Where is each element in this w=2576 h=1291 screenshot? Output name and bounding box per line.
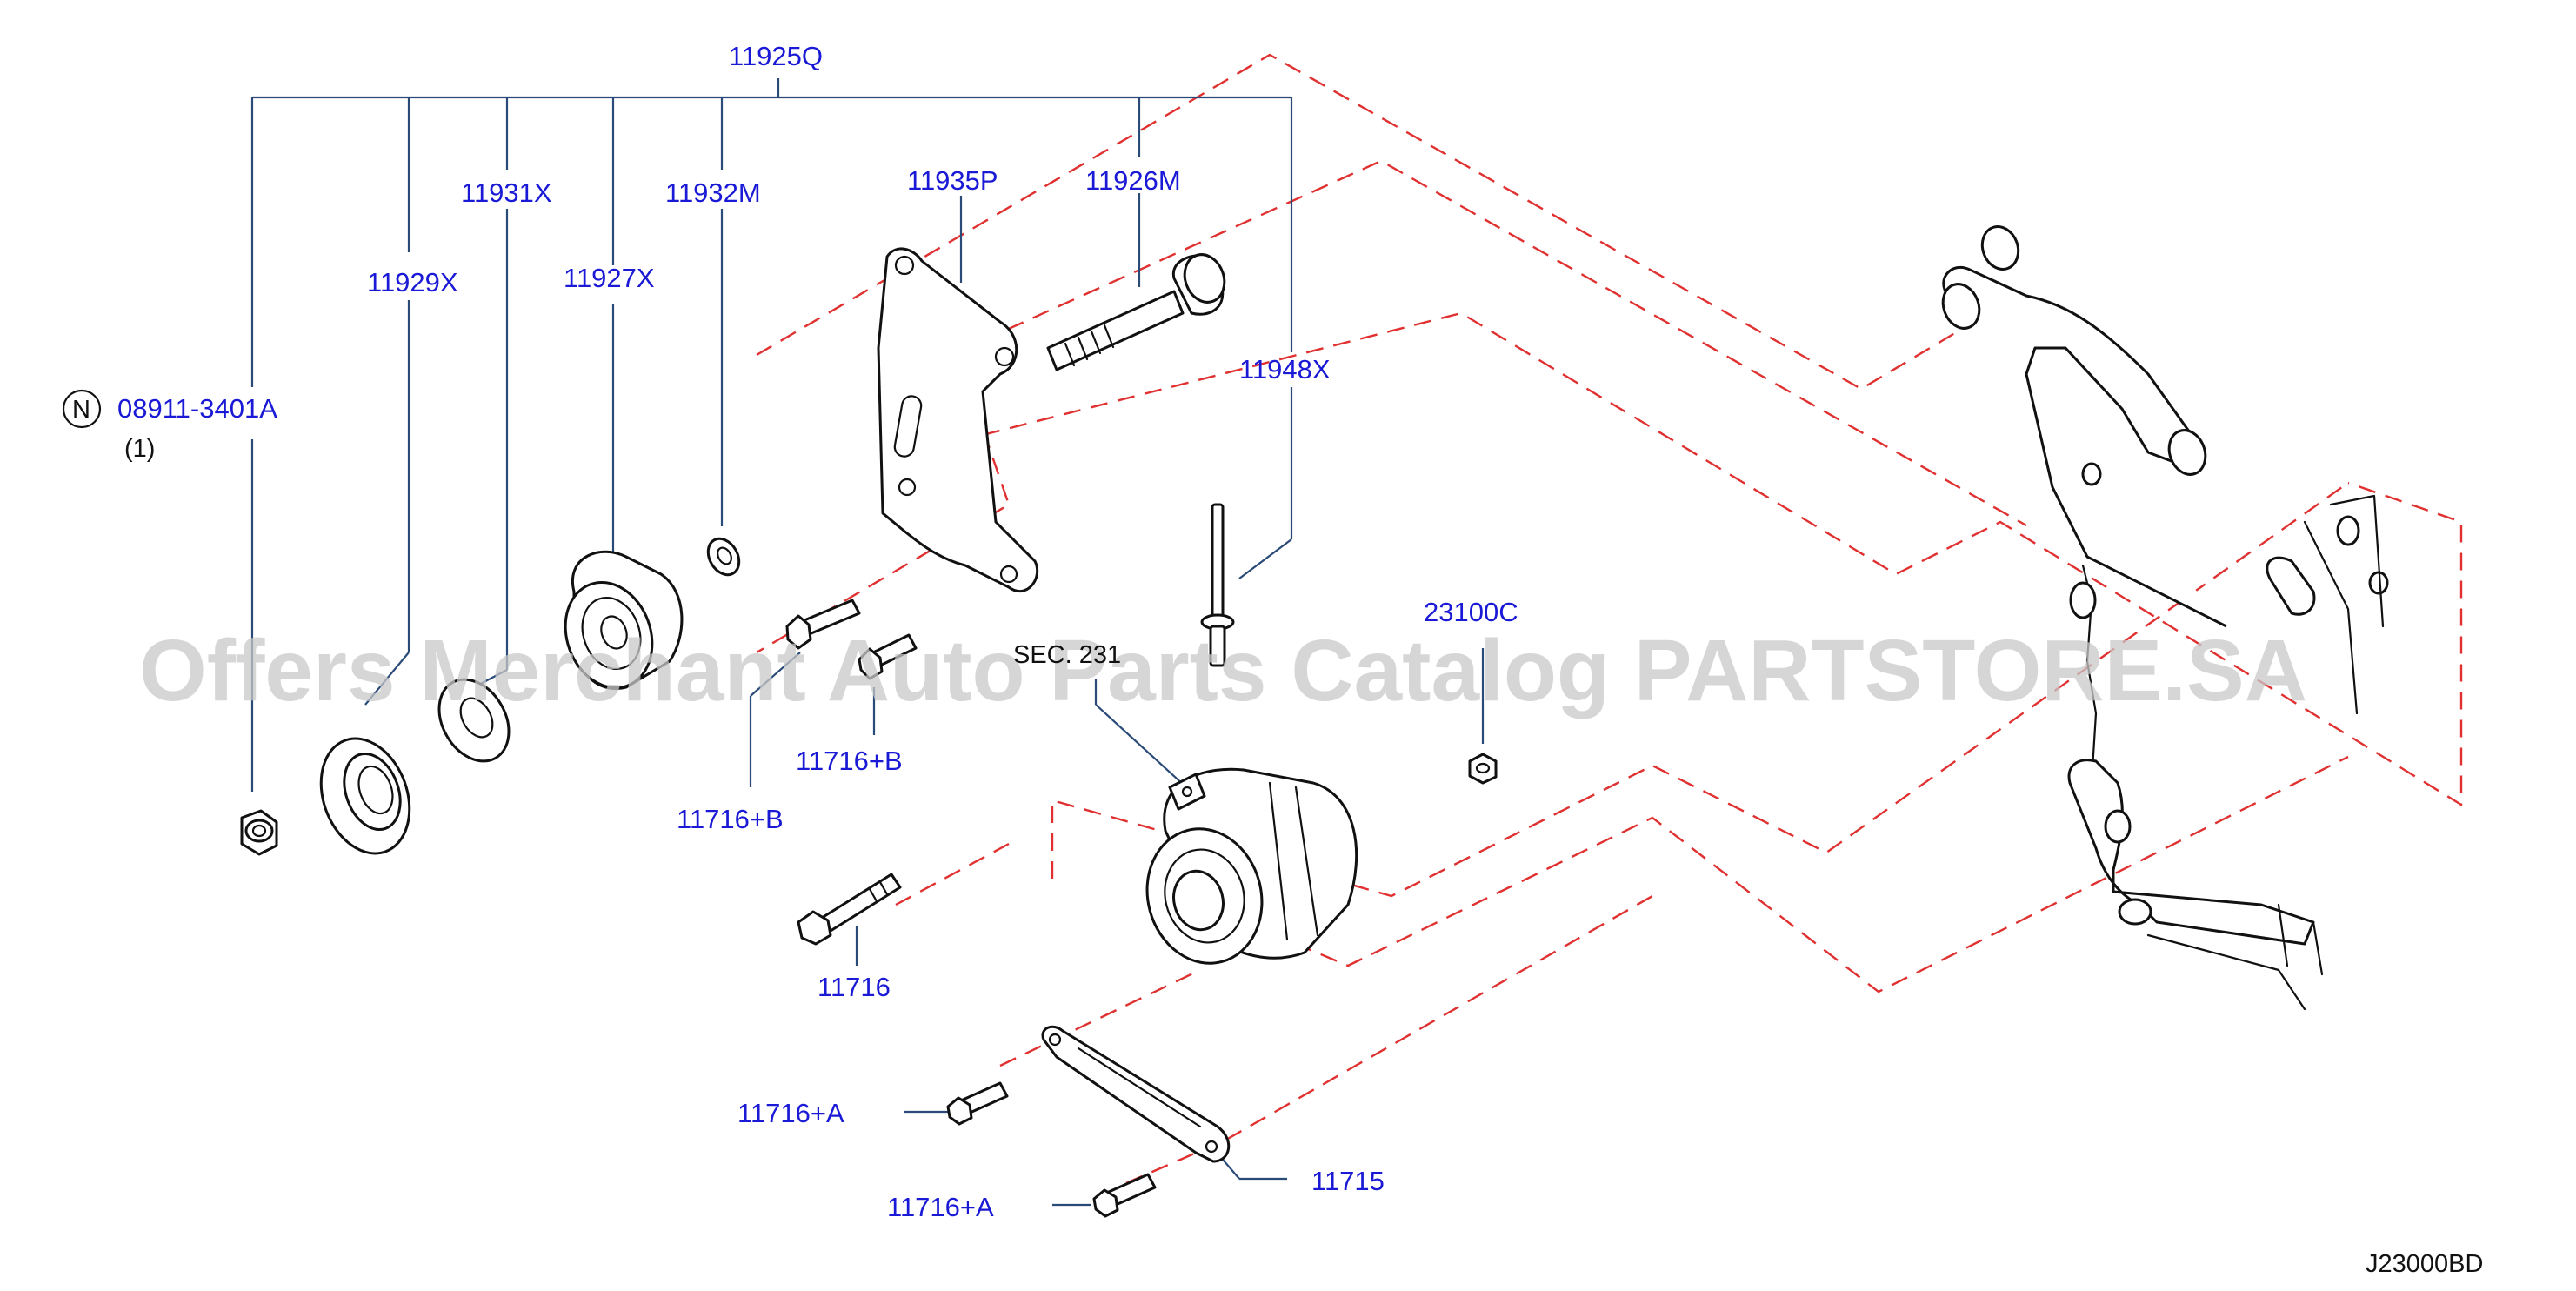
- label-23100c[interactable]: 23100C: [1424, 597, 1518, 627]
- bolt-11716b-upper[interactable]: [785, 599, 861, 650]
- leader-lines: [250, 78, 1485, 1207]
- label-08911-3401a[interactable]: 08911-3401A: [117, 393, 277, 424]
- label-11929x[interactable]: 11929X: [367, 267, 458, 298]
- pulley-seal-part[interactable]: [306, 726, 425, 866]
- long-bolt-part[interactable]: [1046, 249, 1231, 371]
- label-11932m[interactable]: 11932M: [665, 177, 761, 208]
- label-11935p[interactable]: 11935P: [907, 165, 998, 196]
- label-11715[interactable]: 11715: [1311, 1166, 1385, 1196]
- label-11716b-lower[interactable]: 11716+B: [677, 804, 784, 834]
- label-11948x[interactable]: 11948X: [1239, 354, 1331, 385]
- label-11716a-upper[interactable]: 11716+A: [737, 1098, 844, 1128]
- label-quantity: (1): [124, 435, 155, 463]
- label-11716b-upper[interactable]: 11716+B: [796, 746, 903, 776]
- watermark-text: Offers Merchant Auto Parts Catalog PARTS…: [139, 622, 2307, 719]
- assembly-guide-lines: [756, 53, 2463, 1185]
- bolt-11716a-lower[interactable]: [1092, 1173, 1157, 1218]
- idler-bracket-part[interactable]: [877, 247, 1039, 593]
- label-section-231[interactable]: SEC. 231: [1013, 641, 1121, 669]
- label-11927x[interactable]: 11927X: [564, 263, 655, 293]
- small-washer-part[interactable]: [702, 533, 745, 580]
- flat-washer-part[interactable]: [425, 667, 523, 774]
- adjusting-bar-part[interactable]: [1041, 1025, 1231, 1163]
- label-11925q[interactable]: 11925Q: [729, 41, 823, 71]
- alternator-part[interactable]: [1132, 767, 1358, 976]
- stud-bolt-part[interactable]: [1200, 503, 1235, 667]
- new-part-symbol: N: [72, 396, 90, 424]
- terminal-nut-part[interactable]: [1468, 753, 1498, 785]
- part-labels: 11925Q 11931X 11932M 11935P 11926M 11929…: [62, 41, 2483, 1278]
- label-11931x[interactable]: 11931X: [461, 177, 552, 208]
- label-11716[interactable]: 11716: [818, 972, 891, 1002]
- hex-nut-part[interactable]: [240, 809, 278, 856]
- idler-pulley-part[interactable]: [551, 550, 684, 699]
- bolt-11716a-upper[interactable]: [946, 1081, 1009, 1126]
- label-11716a-lower[interactable]: 11716+A: [887, 1192, 994, 1222]
- long-bolt-11716-part[interactable]: [797, 873, 902, 946]
- new-part-circle-icon: [62, 389, 102, 429]
- engine-mount-bracket: [1941, 225, 2389, 1011]
- bolt-11716b-lower[interactable]: [858, 633, 918, 680]
- diagram-code: J23000BD: [2366, 1250, 2483, 1278]
- label-11926m[interactable]: 11926M: [1085, 165, 1181, 196]
